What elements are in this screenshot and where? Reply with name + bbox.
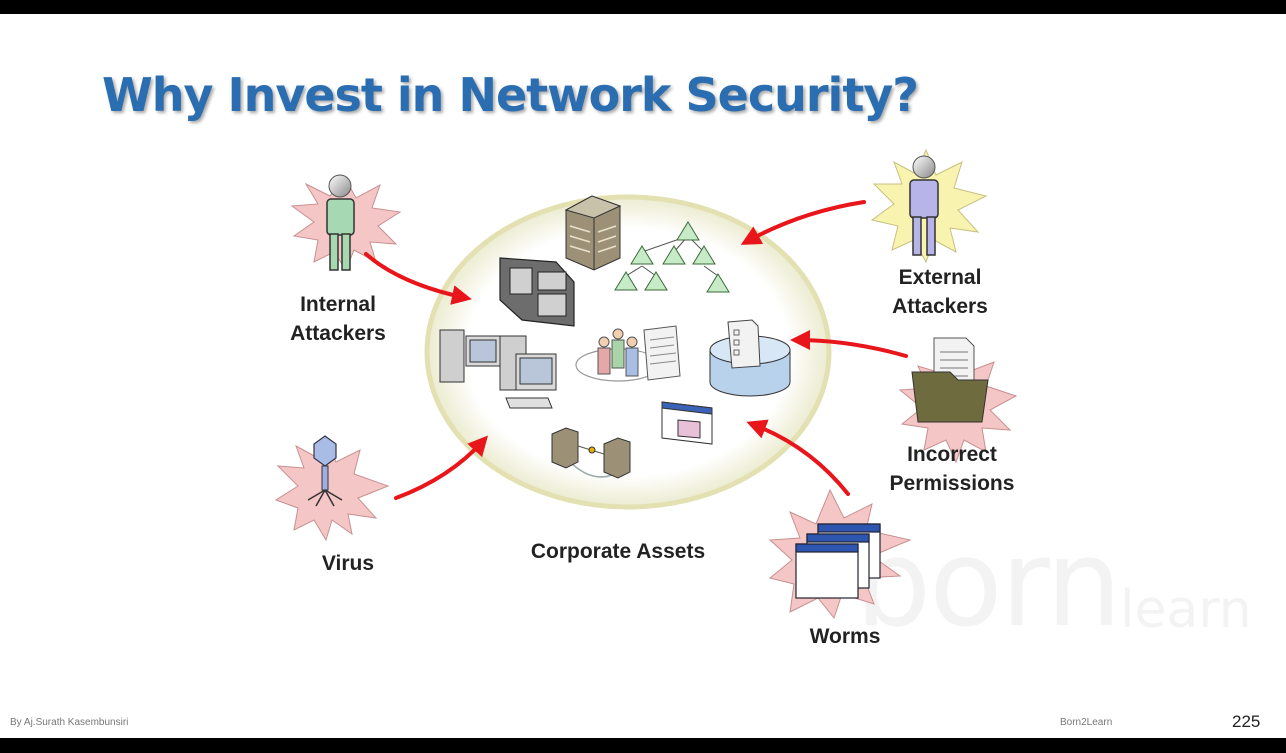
application-window-icon	[661, 401, 713, 445]
computers-icon	[439, 329, 557, 409]
watermark-logo-sub: learn	[1120, 580, 1252, 640]
label-internal-attackers: Internal Attackers	[290, 293, 386, 345]
database-icon	[709, 319, 791, 397]
top-bar	[0, 0, 1286, 14]
external-attacker-icon	[870, 148, 988, 264]
org-chart-icon	[614, 221, 730, 293]
slide-title: Why Invest in Network Security?	[102, 68, 919, 122]
linked-buildings-icon	[551, 427, 631, 479]
label-corporate-assets: Corporate Assets	[530, 540, 706, 563]
label-external-attackers: External Attackers	[892, 266, 988, 318]
footer-author: By Aj.Surath Kasembunsiri	[10, 717, 129, 728]
arrow-internal	[364, 252, 472, 305]
worms-windows-icon	[768, 488, 912, 620]
bottom-bar	[0, 738, 1286, 753]
page-number: 225	[1232, 712, 1261, 731]
arrow-permissions	[790, 330, 908, 358]
arrow-external	[740, 200, 866, 245]
label-virus: Virus	[321, 552, 375, 575]
building-icon	[564, 195, 622, 271]
label-incorrect-permissions: Incorrect Permissions	[889, 443, 1015, 495]
users-group-icon	[575, 325, 681, 382]
permissions-folder-icon	[898, 337, 1018, 464]
arrow-worms	[746, 419, 850, 496]
label-worms: Worms	[809, 625, 881, 648]
footer-brand: Born2Learn	[1060, 717, 1113, 728]
terminal-icon	[499, 257, 575, 327]
arrow-virus	[394, 435, 489, 500]
threat-arrows	[364, 200, 908, 500]
internal-attacker-icon	[290, 174, 402, 272]
virus-icon	[274, 435, 390, 542]
